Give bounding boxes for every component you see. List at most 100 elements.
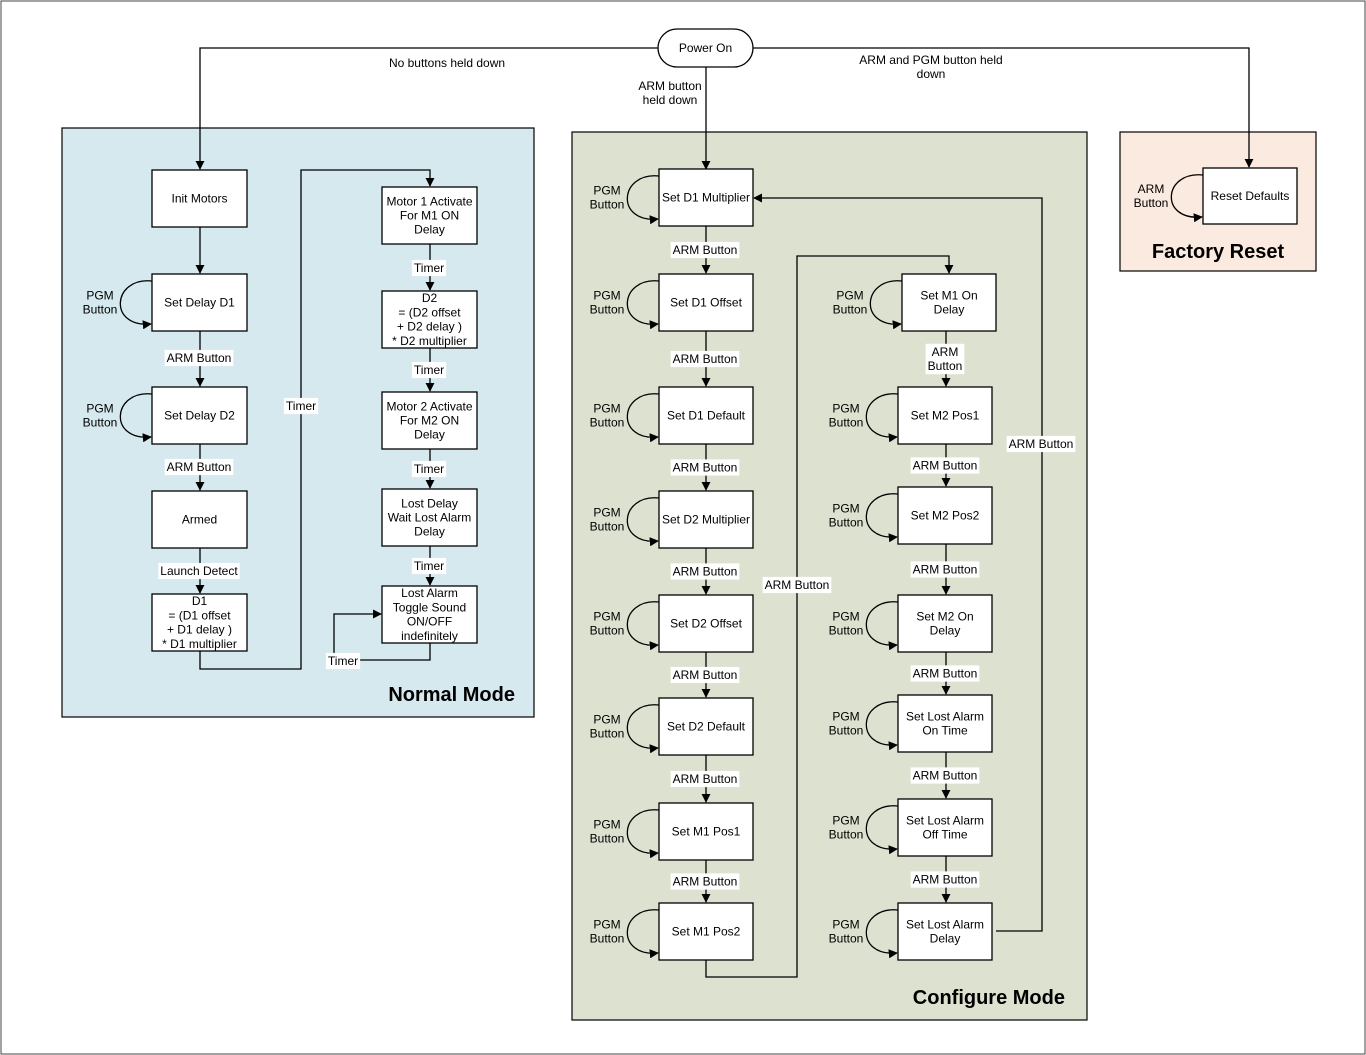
node-config-left-6: Set D2 Default <box>658 697 754 756</box>
node-d1-formula-text: D1= (D1 offset+ D1 delay )* D1 multiplie… <box>162 594 237 651</box>
svg-text:Button: Button <box>829 932 864 946</box>
svg-text:ARM and PGM button held: ARM and PGM button held <box>859 53 1002 67</box>
svg-text:Button: Button <box>590 198 625 212</box>
svg-text:Launch Detect: Launch Detect <box>160 564 238 578</box>
svg-text:+ D1 delay ): + D1 delay ) <box>167 623 232 637</box>
node-config-left-4: Set D2 Multiplier <box>658 490 754 549</box>
svg-text:PGM: PGM <box>593 712 620 726</box>
edge-to-factory-reset <box>753 47 1254 168</box>
svg-text:Timer: Timer <box>414 261 444 275</box>
label-arm-right-to-top: ARM Button <box>1006 435 1076 453</box>
node-config-left-2-text: Set D1 Offset <box>670 296 742 310</box>
svg-text:ON/OFF: ON/OFF <box>407 615 452 629</box>
pgm-loop-config-left-3-loop <box>626 393 660 443</box>
svg-text:PGM: PGM <box>593 183 620 197</box>
svg-text:Button: Button <box>590 932 625 946</box>
svg-text:Timer: Timer <box>414 462 444 476</box>
svg-text:Set M2 Pos2: Set M2 Pos2 <box>911 509 980 523</box>
svg-text:Off Time: Off Time <box>922 828 967 842</box>
svg-text:ARM Button: ARM Button <box>913 563 978 577</box>
svg-text:Set M1 Pos1: Set M1 Pos1 <box>672 825 741 839</box>
node-config-left-1-text: Set D1 Multiplier <box>662 191 750 205</box>
label-arm-button-n2: ARM Button <box>164 458 234 476</box>
svg-text:ARM Button: ARM Button <box>1009 437 1074 451</box>
normal-mode-title: Normal Mode <box>388 684 515 706</box>
svg-text:ARM Button: ARM Button <box>673 772 738 786</box>
svg-text:PGM: PGM <box>86 401 113 415</box>
pgm-loop-config-left-1-loop <box>626 175 660 225</box>
node-set-delay-d1: Set Delay D1 <box>151 273 248 332</box>
configure-mode-region <box>571 131 1088 1021</box>
pgm-loop-config-right-5-loop <box>865 701 899 751</box>
svg-text:Delay: Delay <box>414 525 445 539</box>
label-arm-config-left-3: ARM Button <box>670 459 740 476</box>
svg-text:ARM Button: ARM Button <box>913 769 978 783</box>
pgm-loop-config-left-5-loop <box>626 601 660 651</box>
svg-text:ARM Button: ARM Button <box>673 668 738 682</box>
node-config-left-5: Set D2 Offset <box>658 594 754 653</box>
svg-text:Button: Button <box>590 520 625 534</box>
svg-text:Button: Button <box>829 624 864 638</box>
svg-text:Set M1 Pos2: Set M1 Pos2 <box>672 925 741 939</box>
svg-text:Motor 2 Activate: Motor 2 Activate <box>386 399 472 413</box>
svg-text:Set D1 Offset: Set D1 Offset <box>670 296 742 310</box>
pgm-loop-config-left-6-loop <box>626 704 660 754</box>
svg-text:PGM: PGM <box>832 501 859 515</box>
svg-text:Reset Defaults: Reset Defaults <box>1211 189 1290 203</box>
svg-text:ARM Button: ARM Button <box>913 459 978 473</box>
svg-text:Set D1 Default: Set D1 Default <box>667 409 746 423</box>
label-arm-left-to-right: ARM Button <box>762 576 832 594</box>
label-timer-1: Timer <box>411 259 447 277</box>
svg-text:indefinitely: indefinitely <box>401 629 458 643</box>
svg-text:PGM: PGM <box>832 917 859 931</box>
label-launch-detect: Launch Detect <box>158 562 240 580</box>
svg-text:ARM Button: ARM Button <box>913 873 978 887</box>
node-config-left-6-text: Set D2 Default <box>667 720 746 734</box>
svg-text:PGM: PGM <box>593 401 620 415</box>
node-reset-defaults-text: Reset Defaults <box>1211 189 1290 203</box>
svg-text:On Time: On Time <box>922 724 968 738</box>
node-config-left-4-text: Set D2 Multiplier <box>662 513 750 527</box>
svg-text:Set Delay D2: Set Delay D2 <box>164 409 235 423</box>
label-arm-config-right-4: ARM Button <box>910 665 980 682</box>
edge-left-to-right <box>705 255 954 978</box>
node-armed-text: Armed <box>182 513 217 527</box>
node-config-left-8: Set M1 Pos2 <box>658 902 754 961</box>
svg-text:= (D2 offset: = (D2 offset <box>398 305 461 319</box>
svg-text:Button: Button <box>928 359 963 373</box>
svg-text:Delay: Delay <box>414 223 445 237</box>
svg-text:PGM: PGM <box>836 288 863 302</box>
svg-text:= (D1 offset: = (D1 offset <box>168 608 231 622</box>
label-arm-config-left-5: ARM Button <box>670 666 740 684</box>
svg-text:Timer: Timer <box>286 399 316 413</box>
svg-text:Button: Button <box>829 724 864 738</box>
svg-text:Lost Delay: Lost Delay <box>401 496 458 510</box>
node-d2-formula-text: D2= (D2 offset+ D2 delay )* D2 multiplie… <box>392 291 467 348</box>
label-arm-config-left-4: ARM Button <box>670 563 740 580</box>
power-on-text: Power On <box>679 41 732 55</box>
node-init-motors: Init Motors <box>151 169 248 228</box>
svg-text:Set Lost Alarm: Set Lost Alarm <box>906 813 984 827</box>
svg-text:ARM: ARM <box>1138 182 1165 196</box>
node-config-right-3-text: Set M2 Pos2 <box>911 509 980 523</box>
pgm-loop-config-left-2-loop <box>626 280 660 330</box>
node-reset-defaults: Reset Defaults <box>1202 167 1298 225</box>
svg-text:held down: held down <box>643 93 698 107</box>
node-armed: Armed <box>151 490 248 549</box>
